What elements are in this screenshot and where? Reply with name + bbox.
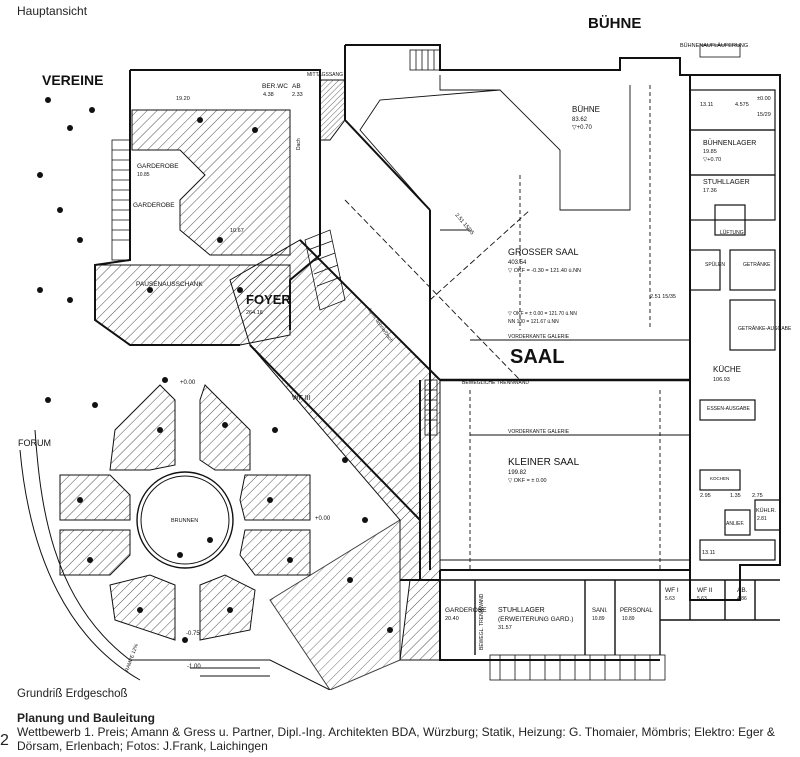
label-personal: PERSONAL [620, 608, 653, 614]
label-ab-bottom: AB. [737, 587, 748, 594]
label-garderobe-1: GARDEROBE [137, 163, 179, 170]
floor-plan-drawing: BÜHNE BÜHNENAUFLÄUFERUNG VEREINE BER.WC … [18, 15, 792, 690]
label-buehnenlager-area: 19.85 [703, 149, 717, 155]
label-dim-6: 1.35 [730, 493, 741, 499]
label-ber-wc-area: 4.38 [263, 92, 274, 98]
label-dim-4: 13.11 [702, 550, 715, 556]
label-buehne-area: 83.62 [572, 117, 588, 123]
hatched-foyer [94, 79, 441, 690]
label-bewegliche-trennwand: BEWEGLICHE TRENNWAND [462, 380, 529, 386]
label-ab-top-area: 2.33 [292, 92, 303, 98]
label-level-0b: +0.00 [315, 516, 331, 522]
label-ab-bottom-area: 4.86 [737, 596, 747, 602]
trees [37, 97, 393, 643]
label-saal-level-2: ▽ OKF = ± 0.00 = 121.70 ü.NN [508, 311, 577, 317]
label-dim-3: 13.11 [700, 102, 713, 108]
label-vereine: VEREINE [42, 72, 103, 88]
label-garderobe-1-area: 10.85 [137, 172, 150, 178]
label-foyer-area: 264.16 [246, 310, 263, 316]
label-dim-10: 4.575 [735, 102, 749, 108]
label-vorderkante-galerie-1: VORDERKANTE GALERIE [508, 334, 570, 340]
label-pausenausschank: PAUSENAUSSCHANK [136, 281, 203, 288]
label-spuelen: SPÜLEN [705, 261, 725, 268]
label-kochen: KOCHEN [710, 476, 729, 481]
label-ab-top: AB [292, 83, 301, 90]
label-kueche-area: 106.93 [713, 377, 730, 383]
label-saal-level-3: NN 100 = 121.67 ü.NN [508, 319, 559, 325]
label-stuhllager-top-area: 17.36 [703, 188, 717, 194]
label-san-area: 10.89 [592, 616, 605, 622]
label-level-m100: -1.00 [187, 664, 201, 670]
label-garderobe-bottom: GARDEROBE [445, 607, 487, 614]
label-level-m075: -0.75 [186, 631, 200, 637]
credits-block: Planung und Bauleitung Wettbewerb 1. Pre… [17, 711, 787, 753]
label-essenausgabe: ESSEN-AUSGABE [707, 406, 750, 412]
label-dim-11: ±0.00 [757, 96, 771, 102]
label-stuhllager-bottom-area: 31.57 [498, 625, 512, 631]
label-wf-i: WF I [665, 587, 679, 594]
page-number: 2 [0, 732, 9, 749]
label-lueftung: LÜFTUNG [720, 229, 744, 236]
label-stuhllager-bottom: STUHLLAGER [498, 607, 545, 614]
label-wf-ii-area: 5.63 [697, 596, 707, 602]
label-buehnenlager-level: ▽+0.70 [703, 157, 721, 163]
label-kuehlr-area: 2.81 [757, 516, 767, 522]
hall-interior-lines [344, 75, 690, 570]
label-grosser-saal: GROSSER SAAL [508, 247, 579, 257]
credits-title: Planung und Bauleitung [17, 711, 155, 725]
label-anlief: ANLIEF. [726, 521, 744, 527]
label-buehnenlager: BÜHNENLAGER [703, 139, 756, 147]
label-grosser-saal-level: ▽ OKF = -0.30 = 121.40 ü.NN [508, 268, 581, 274]
label-buehnenlaeuferung: BÜHNENAUFLÄUFERUNG [680, 42, 748, 49]
label-dim-2: 2.51 15/35 [650, 294, 676, 300]
label-dim-7: 2.75 [752, 493, 763, 499]
label-ber-wc: BER.WC [262, 83, 288, 90]
label-wf-i-area: 5.63 [665, 596, 675, 602]
label-dim-9: 19.20 [176, 96, 190, 102]
label-level-0: +0.00 [180, 380, 196, 386]
floor-plan: BÜHNE BÜHNENAUFLÄUFERUNG VEREINE BER.WC … [18, 15, 792, 690]
label-wf-iii: WF III [292, 395, 311, 402]
label-kleiner-saal-level: ▽ OKF = ± 0.00 [508, 478, 547, 484]
label-kuehlr: KÜHLR. [756, 507, 777, 514]
stairs [111, 44, 741, 681]
label-foyer: FOYER [246, 292, 291, 307]
label-buehne-level: ▽+0.70 [572, 125, 592, 131]
label-garderobe-bottom-area: 20.40 [445, 616, 459, 622]
label-getraenke: GETRÄNKE [743, 261, 771, 268]
label-stuhllager-bottom-sub: (ERWEITERUNG GARD.) [498, 616, 573, 623]
label-vorderkante-galerie-2: VORDERKANTE GALERIE [508, 429, 570, 435]
label-dim-8: 10.67 [230, 228, 244, 234]
label-buehne: BÜHNE [572, 105, 600, 114]
label-brunnen: BRUNNEN [171, 518, 198, 524]
label-garderobe-2: GARDEROBE [133, 202, 175, 209]
label-san: SANI. [592, 608, 608, 614]
label-mittagssang: MITTAGSSANG [307, 72, 343, 78]
service-rooms [689, 89, 781, 561]
label-wf-ii: WF II [697, 587, 713, 594]
label-trennwand-vert: BEWEGL. TRENNWAND [479, 593, 485, 650]
label-forum: FORUM [18, 438, 51, 448]
label-getraenkeausgabe: GETRÄNKE-AUSGABE [738, 325, 792, 332]
label-grosser-saal-area: 403.54 [508, 260, 527, 266]
label-stuhllager-top: STUHLLAGER [703, 179, 750, 186]
label-kleiner-saal-area: 199.82 [508, 470, 527, 476]
label-personal-area: 10.89 [622, 616, 635, 622]
bottom-rooms [440, 579, 780, 655]
credits-body: Wettbewerb 1. Preis; Amann & Gress u. Pa… [17, 725, 775, 753]
plan-caption: Grundriß Erdgeschoß [17, 688, 128, 700]
label-dim-12: 15/29 [757, 112, 771, 118]
label-saal: SAAL [510, 346, 564, 368]
label-dim-1: 2.51 15/35 [453, 212, 474, 236]
label-dim-5: 2.95 [700, 493, 711, 499]
label-kleiner-saal: KLEINER SAAL [508, 457, 580, 468]
label-kueche: KÜCHE [713, 365, 741, 374]
plaza-fountain [19, 384, 331, 690]
label-dach: Dach [296, 138, 302, 150]
page-title: Hauptansicht [17, 4, 88, 18]
label-buehne-big: BÜHNE [588, 15, 641, 32]
